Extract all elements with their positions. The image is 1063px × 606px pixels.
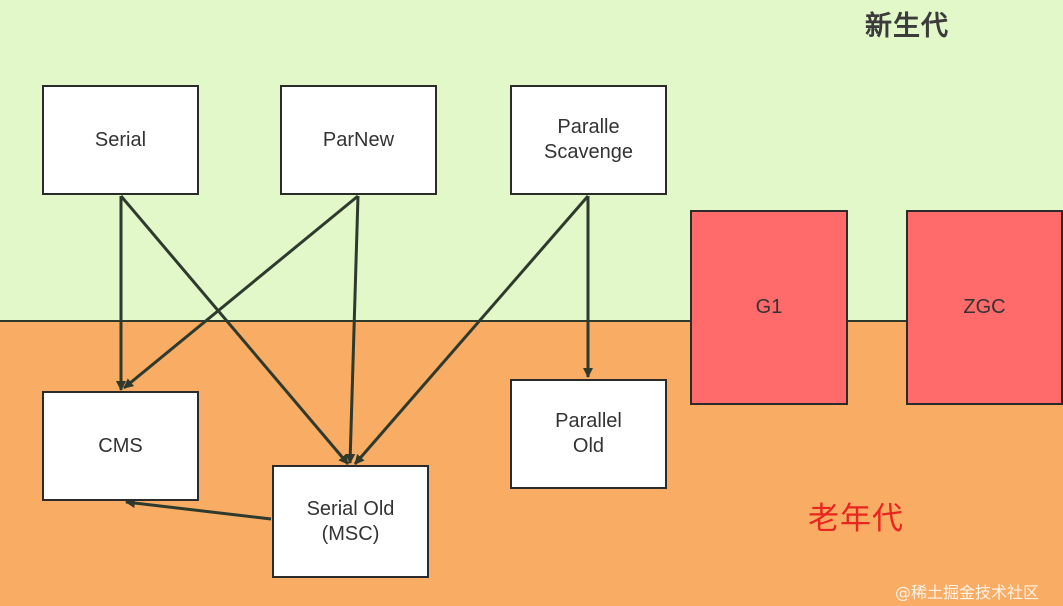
old-generation-label: 老年代 [808,501,904,537]
serial-old-collector-box: Serial Old (MSC) [272,465,429,578]
cms-collector-box: CMS [42,391,199,501]
g1-collector-box: G1 [690,210,848,405]
serial-collector-label: Serial [94,128,147,151]
arrow-parallel-scavenge-to-serial-old [353,195,590,465]
parnew-collector-label: ParNew [322,128,395,151]
parallel-scavenge-collector-box: Paralle Scavenge [510,85,667,195]
parallel-old-collector-box: Parallel Old [510,379,667,489]
serial-old-collector-label: Serial Old (MSC) [306,497,395,545]
arrow-parnew-to-cms [123,194,359,390]
arrow-parnew-to-serial-old [345,195,360,464]
parallel-old-collector-label: Parallel Old [555,410,622,457]
zgc-collector-box: ZGC [906,210,1063,405]
arrow-serial-old-to-cms [125,498,272,521]
serial-collector-box: Serial [42,85,199,195]
parnew-collector-box: ParNew [280,85,437,195]
parallel-scavenge-collector-label: Paralle Scavenge [544,116,633,163]
cms-collector-label: CMS [98,434,143,457]
zgc-collector-label: ZGC [963,296,1006,318]
arrow-serial-to-serial-old [119,195,350,465]
young-generation-label: 新生代 [865,11,949,42]
g1-collector-label: G1 [755,296,783,318]
generation-divider-line [0,320,1063,322]
source-watermark: @稀土掘金技术社区 [895,583,1040,602]
